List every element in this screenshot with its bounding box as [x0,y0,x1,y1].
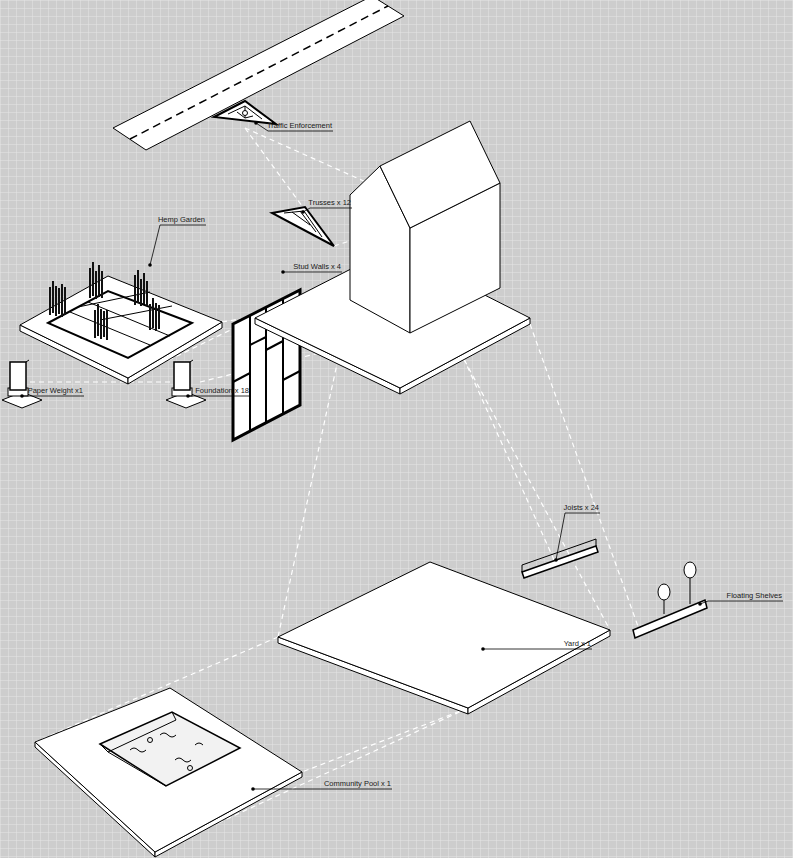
joist [522,539,598,578]
part-label: Community Pool x 1 [324,780,391,788]
yard [278,562,610,714]
part-label: Paper Weight x1 [28,387,83,395]
assembly-lines [30,128,640,852]
part-label: Foundation x 18 [195,387,249,395]
house [255,121,530,394]
leader-lines [22,123,783,789]
community-pool [35,688,302,857]
part-label: Trusses x 12 [308,199,351,207]
part-label: Traffic Enforcement [267,122,332,130]
part-label: Floating Shelves [727,592,782,600]
hemp-garden [20,262,222,384]
foundation [166,360,206,408]
part-label: Hemp Garden [158,216,205,224]
floating-shelf [633,562,707,638]
part-label: Yard x 1 [564,640,591,648]
part-label: Stud Walls x 4 [293,263,341,271]
road [113,0,404,150]
truss [272,207,334,246]
paper-weight [2,360,42,408]
leader-dots [20,121,702,791]
part-label: Joists x 24 [564,504,599,512]
